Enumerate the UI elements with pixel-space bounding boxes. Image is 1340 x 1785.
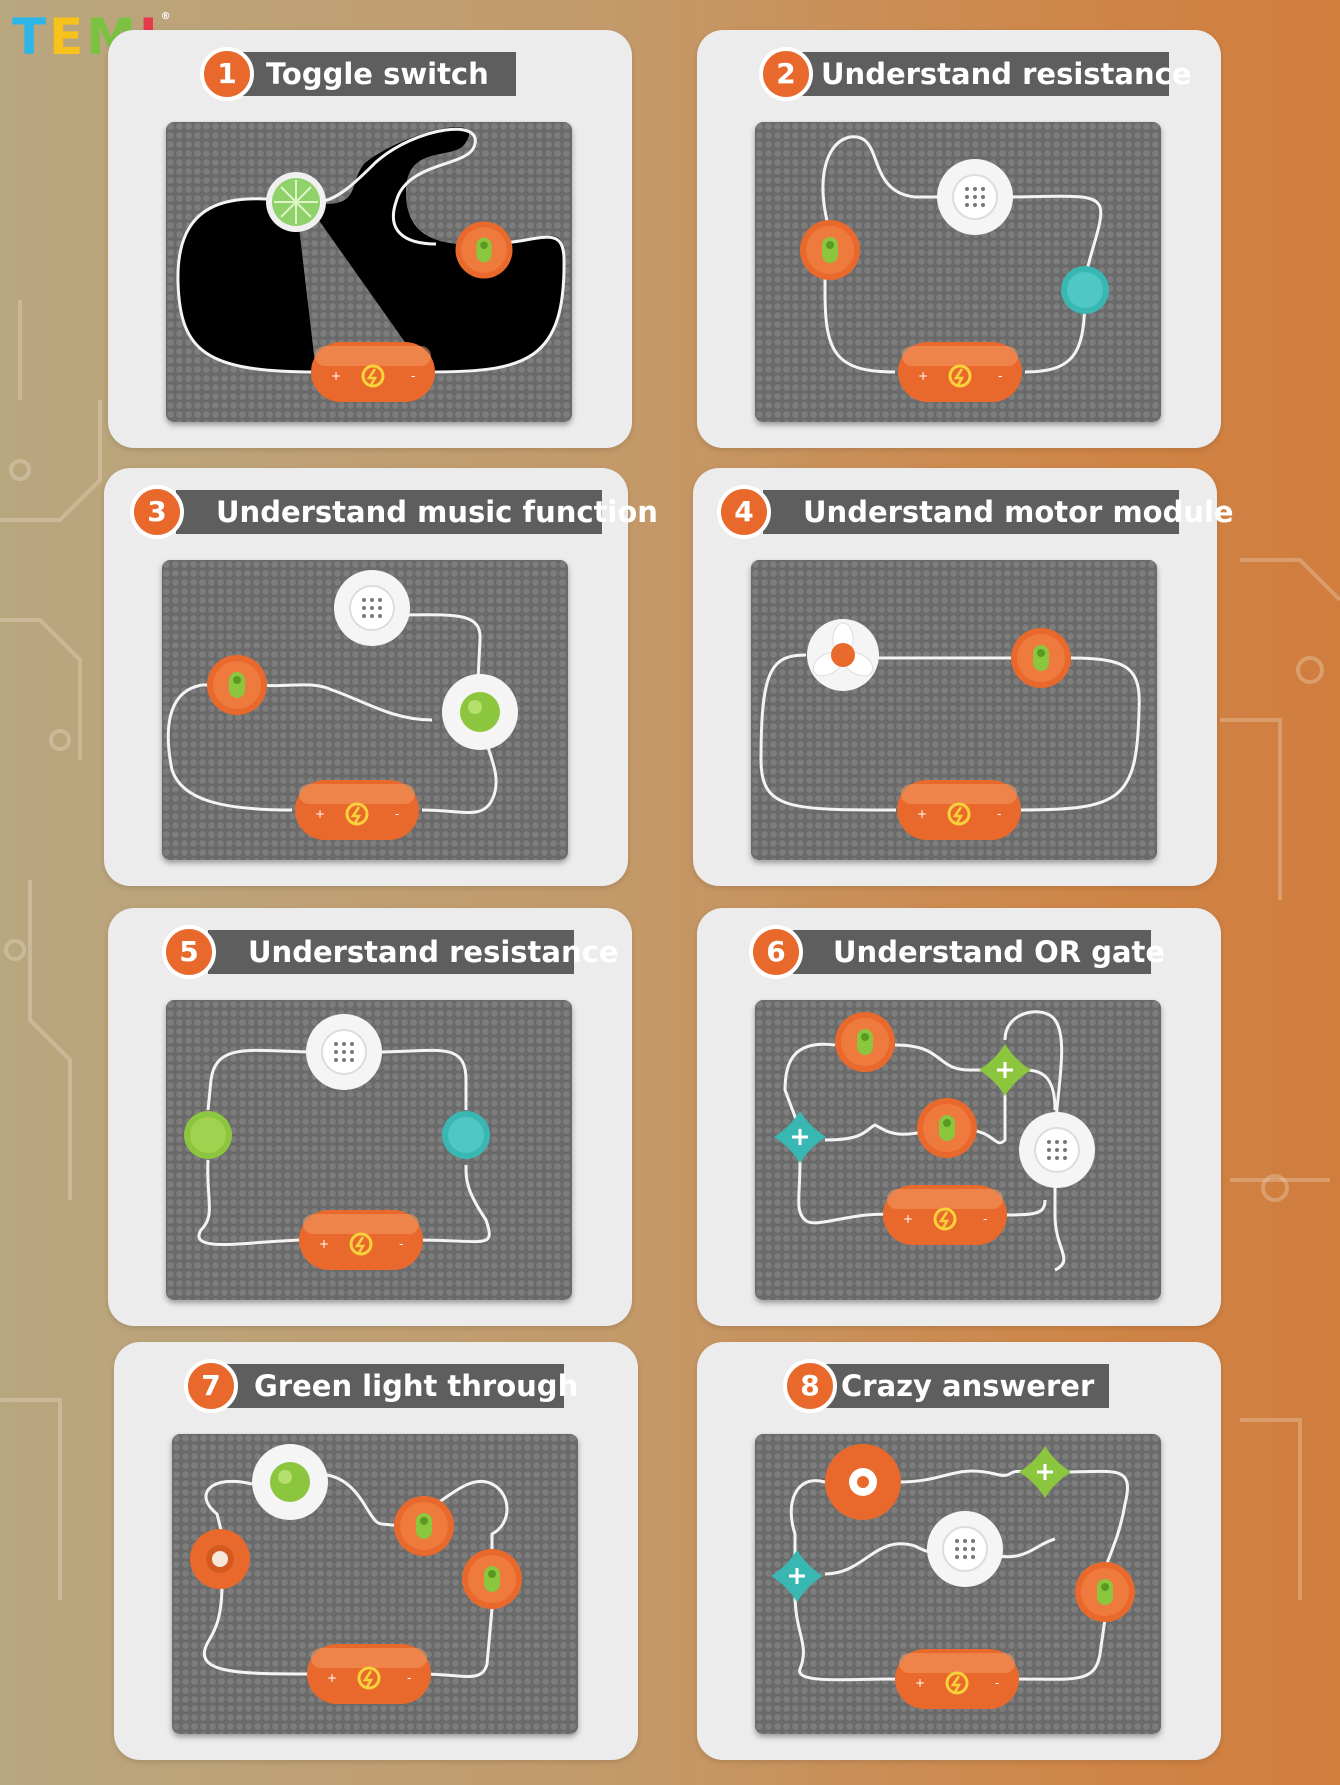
switch-icon bbox=[207, 655, 267, 715]
experiment-title: Toggle switch bbox=[226, 52, 516, 96]
switch-icon bbox=[462, 1549, 522, 1609]
breadboard bbox=[172, 1434, 578, 1734]
switch-icon bbox=[394, 1496, 454, 1556]
resistor-icon bbox=[442, 1111, 490, 1159]
experiment-title: Understand resistance bbox=[208, 930, 619, 974]
switch-icon bbox=[1075, 1562, 1135, 1622]
or-gate-icon bbox=[772, 1109, 828, 1165]
battery-icon bbox=[305, 1642, 433, 1706]
or-gate-icon bbox=[1017, 1444, 1073, 1500]
experiment-number-badge: 6 bbox=[749, 925, 803, 979]
resistor-icon bbox=[184, 1111, 232, 1159]
experiment-number-badge: 3 bbox=[130, 485, 184, 539]
light-icon bbox=[252, 1444, 328, 1520]
experiment-card-5: Understand resistance 5 bbox=[108, 908, 632, 1326]
or-gate-icon bbox=[769, 1548, 825, 1604]
button-icon bbox=[825, 1444, 901, 1520]
speaker-icon bbox=[333, 569, 411, 647]
breadboard bbox=[166, 122, 572, 422]
experiment-title: Understand motor module bbox=[763, 490, 1234, 534]
switch-icon bbox=[1011, 628, 1071, 688]
experiment-card-7: Green light through 7 bbox=[114, 1342, 638, 1760]
speaker-icon bbox=[305, 1013, 383, 1091]
experiment-card-8: Crazy answerer 8 bbox=[697, 1342, 1221, 1760]
breadboard bbox=[755, 1000, 1161, 1300]
speaker-icon bbox=[926, 1510, 1004, 1588]
experiment-title: Understand music function bbox=[176, 490, 658, 534]
breadboard bbox=[162, 560, 568, 860]
experiment-title: Understand resistance bbox=[781, 52, 1192, 96]
motor-fan-icon bbox=[806, 618, 880, 692]
experiment-number-badge: 2 bbox=[759, 47, 813, 101]
light-icon bbox=[442, 674, 518, 750]
switch-icon bbox=[800, 220, 860, 280]
experiment-card-3: Understand music function 3 bbox=[104, 468, 658, 886]
experiment-title: Green light through bbox=[214, 1364, 578, 1408]
experiment-number-badge: 1 bbox=[200, 47, 254, 101]
breadboard bbox=[166, 1000, 572, 1300]
switch-icon bbox=[455, 221, 513, 279]
switch-icon bbox=[917, 1098, 977, 1158]
battery-icon bbox=[297, 1208, 425, 1272]
speaker-icon bbox=[1018, 1111, 1096, 1189]
speaker-icon bbox=[936, 158, 1014, 236]
button-icon bbox=[190, 1529, 250, 1589]
resistor-icon bbox=[1061, 266, 1109, 314]
experiment-title: Crazy answerer bbox=[801, 1364, 1109, 1408]
battery-icon bbox=[893, 1647, 1021, 1711]
logo-letter: T bbox=[12, 8, 50, 66]
experiment-card-4: Understand motor module 4 bbox=[693, 468, 1234, 886]
breadboard bbox=[751, 560, 1157, 860]
experiment-card-1: Toggle switch 1 bbox=[108, 30, 632, 448]
experiment-number-badge: 8 bbox=[783, 1359, 837, 1413]
experiment-card-2: Understand resistance 2 bbox=[697, 30, 1221, 448]
logo-letter: E bbox=[49, 8, 87, 66]
experiment-card-6: Understand OR gate 6 bbox=[697, 908, 1221, 1326]
experiment-number-badge: 5 bbox=[162, 925, 216, 979]
battery-icon bbox=[881, 1183, 1009, 1247]
battery-icon bbox=[293, 778, 421, 842]
battery-icon bbox=[309, 340, 437, 404]
breadboard bbox=[755, 122, 1161, 422]
experiment-number-badge: 4 bbox=[717, 485, 771, 539]
battery-icon bbox=[896, 340, 1024, 404]
registered-mark: ® bbox=[160, 11, 174, 22]
switch-icon bbox=[835, 1012, 895, 1072]
experiment-title: Understand OR gate bbox=[793, 930, 1165, 974]
light-icon bbox=[266, 172, 326, 232]
battery-icon bbox=[895, 778, 1023, 842]
or-gate-icon bbox=[977, 1042, 1033, 1098]
breadboard bbox=[755, 1434, 1161, 1734]
experiment-number-badge: 7 bbox=[184, 1359, 238, 1413]
